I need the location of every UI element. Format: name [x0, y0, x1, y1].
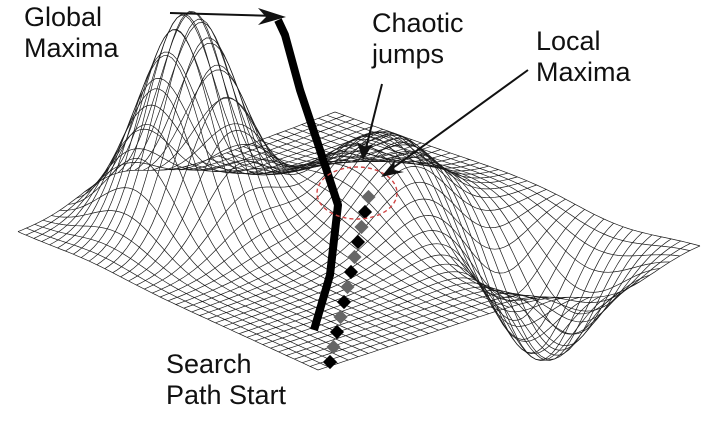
label-local-maxima-line2: Maxima — [536, 57, 631, 87]
mesh-line-71 — [294, 238, 672, 360]
mesh-line-72 — [318, 117, 680, 257]
mesh-line-40 — [184, 162, 520, 305]
mesh-line-54 — [243, 138, 590, 342]
label-global-maxima: Global Maxima — [24, 2, 119, 64]
search-step-2 — [329, 324, 345, 340]
search-step-5 — [340, 279, 355, 295]
mesh-line-66 — [293, 127, 650, 315]
mesh-line-70 — [309, 121, 670, 273]
mesh-line-56 — [251, 143, 600, 355]
label-global-maxima-line2: Maxima — [24, 33, 119, 63]
mesh-line-63 — [262, 229, 634, 361]
mesh-line-65 — [270, 232, 643, 356]
label-search-path-start-line1: Search — [166, 349, 252, 379]
mesh-line-3 — [25, 115, 345, 236]
mesh-line-8 — [51, 210, 359, 358]
search-step-10 — [357, 204, 373, 220]
arrow-chaotic-jumps — [365, 83, 383, 149]
label-chaotic-jumps-line2: jumps — [372, 39, 445, 69]
label-local-maxima-line1: Local — [536, 26, 601, 56]
label-search-path-start-line2: Path Start — [166, 380, 287, 410]
search-step-6 — [343, 264, 359, 280]
label-search-path-start: Search Path Start — [166, 349, 286, 411]
arrow-local-maxima — [389, 69, 529, 171]
mesh-line-51 — [215, 204, 576, 324]
mesh-line-77 — [317, 245, 701, 371]
arrowhead-local — [381, 160, 404, 177]
search-step-4 — [336, 294, 352, 310]
search-path — [274, 18, 376, 370]
mesh-line-10 — [59, 187, 369, 354]
mesh-line-52 — [234, 133, 580, 327]
mesh-line-53 — [223, 209, 585, 327]
arrowhead-chaotic — [357, 142, 373, 160]
arrow-global-maxima — [169, 12, 277, 17]
mesh-line-43 — [183, 152, 537, 309]
arrowhead-global — [258, 8, 286, 25]
mesh-line-39 — [167, 134, 518, 302]
search-step-8 — [350, 234, 366, 250]
mesh-line-46 — [209, 136, 550, 299]
mesh-line-59 — [246, 222, 614, 354]
mesh-line-41 — [175, 141, 528, 305]
mesh-line-69 — [286, 236, 662, 356]
mesh-line-55 — [231, 214, 595, 331]
mesh-line-58 — [259, 139, 610, 361]
mesh-line-74 — [326, 114, 690, 251]
mesh-line-50 — [226, 131, 570, 313]
mesh-line-15 — [73, 29, 403, 255]
chaotic-region-circle — [316, 166, 398, 220]
label-global-maxima-line1: Global — [24, 2, 103, 32]
search-step-11 — [361, 189, 376, 205]
search-step-0 — [322, 354, 338, 370]
search-step-3 — [333, 309, 348, 325]
mesh-line-33 — [144, 134, 489, 290]
search-step-9 — [354, 219, 369, 235]
label-local-maxima: Local Maxima — [536, 26, 631, 88]
surface-mesh — [17, 10, 701, 371]
search-step-1 — [326, 339, 341, 355]
label-chaotic-jumps-line1: Chaotic — [372, 8, 464, 38]
mesh-line-57 — [238, 218, 605, 340]
mesh-line-60 — [268, 136, 620, 360]
mesh-line-75 — [309, 243, 691, 367]
mesh-line-5 — [33, 118, 355, 239]
mesh-line-76 — [334, 111, 701, 247]
search-step-7 — [347, 249, 362, 265]
label-chaotic-jumps: Chaotic jumps — [372, 8, 464, 70]
mesh-line-48 — [218, 131, 560, 301]
mesh-line-49 — [207, 198, 566, 320]
mesh-line-64 — [284, 130, 640, 335]
mesh-line-47 — [199, 181, 557, 316]
search-path-line — [274, 18, 342, 332]
mesh-line-62 — [276, 133, 630, 351]
mesh-line-73 — [302, 240, 681, 364]
